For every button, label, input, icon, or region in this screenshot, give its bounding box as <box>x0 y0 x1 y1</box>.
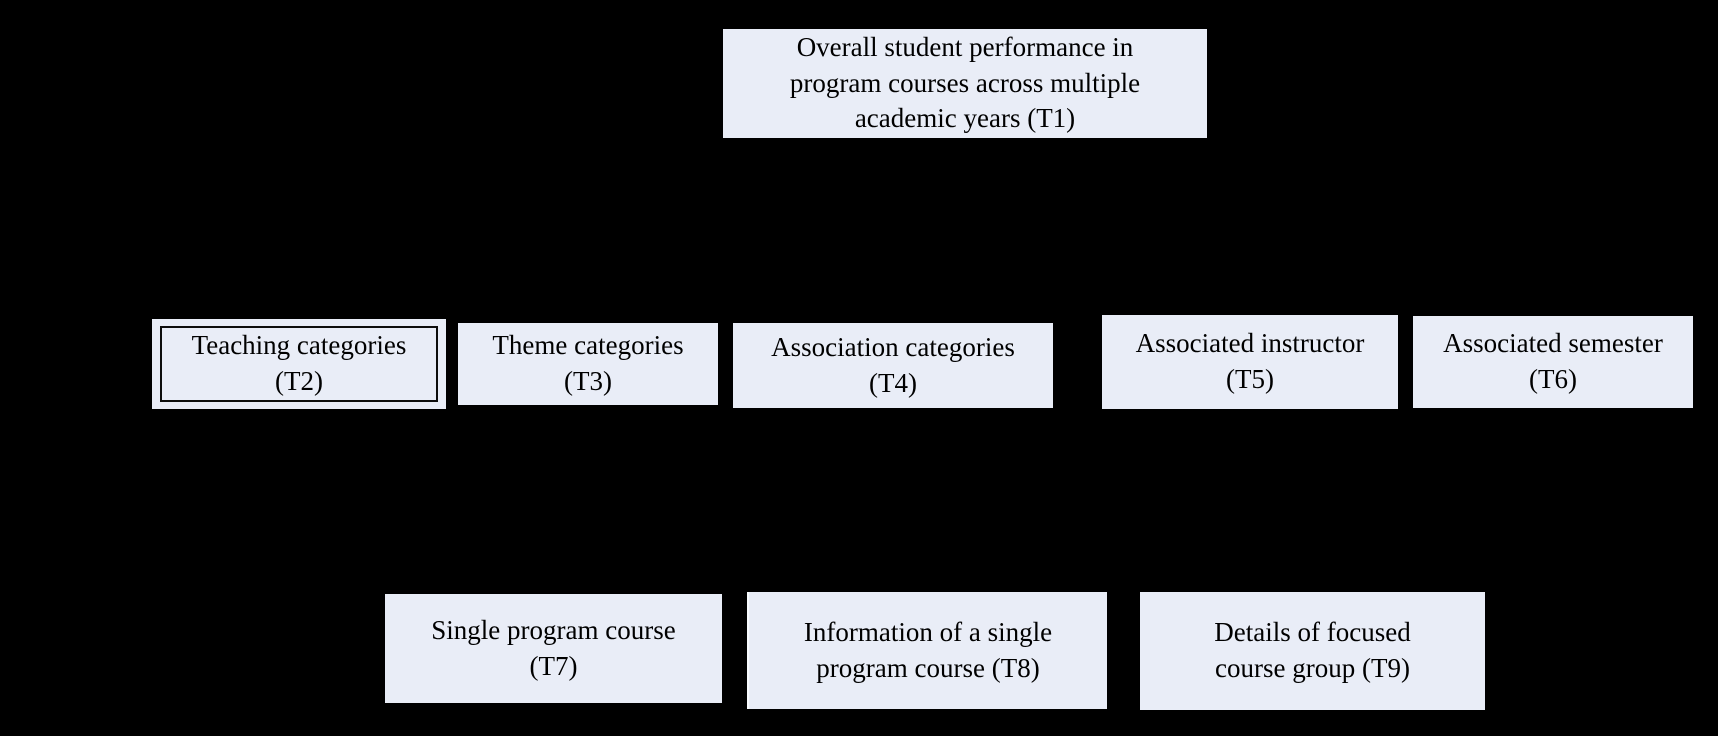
node-label-line: Theme categories <box>492 330 684 361</box>
node-label-line: Associated instructor <box>1135 328 1365 359</box>
task-node-t3: Theme categories (T3) <box>458 323 718 405</box>
node-label-line: course group (T9) <box>1215 653 1410 683</box>
task-node-t9: Details of focused course group (T9) <box>1140 592 1485 710</box>
task-node-t4: Association categories (T4) <box>733 323 1053 408</box>
node-label-line: Single program course <box>431 614 676 645</box>
node-label-line: (T6) <box>1529 364 1577 394</box>
task-node-t8: Information of a single program course (… <box>747 592 1107 709</box>
node-label-line: program course (T8) <box>816 652 1040 683</box>
node-label-line: Association categories <box>771 331 1015 362</box>
node-label-line: Information of a single <box>803 616 1053 647</box>
node-label-line: (T2) <box>275 366 323 396</box>
task-node-t5: Associated instructor (T5) <box>1102 315 1398 409</box>
node-label-line: academic years (T1) <box>854 103 1076 134</box>
node-label-line: Overall student performance in <box>796 32 1134 63</box>
task-node-t2: Teaching categories (T2) <box>152 319 446 409</box>
node-label-line: Teaching categories <box>191 330 407 361</box>
task-node-t7: Single program course (T7) <box>385 594 722 703</box>
task-node-t1: Overall student performance in program c… <box>723 29 1207 138</box>
node-label-line: (T5) <box>1226 364 1274 394</box>
node-label-line: Associated semester <box>1443 328 1663 359</box>
task-node-t6: Associated semester (T6) <box>1413 316 1693 408</box>
node-label-line: program courses across multiple <box>789 67 1141 98</box>
node-label-line: (T4) <box>869 367 917 398</box>
node-label-line: (T7) <box>529 650 578 681</box>
node-label-line: (T3) <box>564 366 612 396</box>
node-label-line: Details of focused <box>1214 617 1411 648</box>
